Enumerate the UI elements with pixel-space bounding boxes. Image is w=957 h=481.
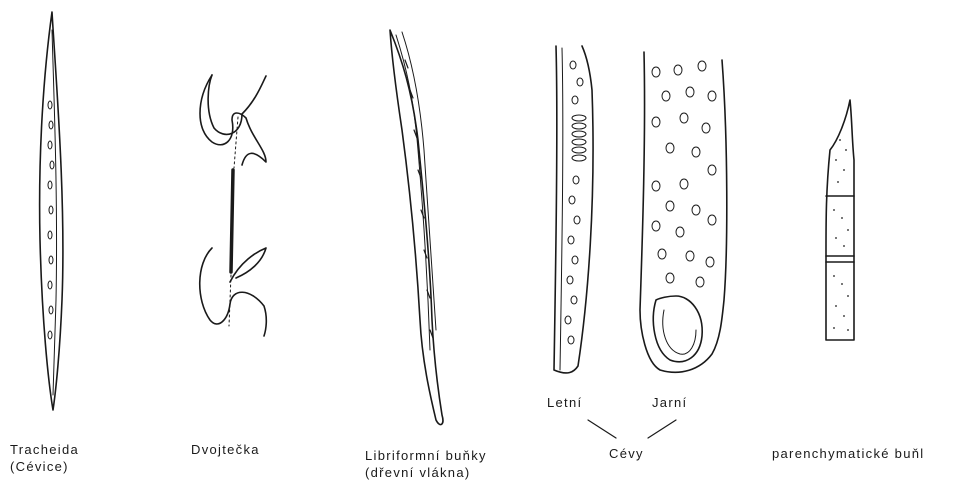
bordered-pit-drawing — [200, 75, 267, 336]
spring-vessel-drawing — [640, 52, 727, 372]
vessels-label: Cévy — [609, 445, 644, 462]
summer-vessel-label: Letní — [547, 394, 582, 411]
vessel-label-connectors — [588, 420, 676, 438]
tracheid-drawing — [40, 12, 63, 410]
libriform-label-line1: Libriformní buňky — [365, 447, 487, 464]
parenchyma-drawing — [826, 100, 854, 340]
tracheid-label-line1: Tracheida — [10, 441, 79, 458]
summer-vessel-drawing — [554, 46, 593, 373]
libriform-label-line2: (dřevní vlákna) — [365, 464, 487, 481]
libriform-fibre-drawing — [390, 30, 443, 425]
pit-label: Dvojtečka — [191, 441, 260, 458]
tracheid-label: Tracheida (Cévice) — [10, 441, 79, 475]
libriform-label: Libriformní buňky (dřevní vlákna) — [365, 447, 487, 481]
spring-vessel-label: Jarní — [652, 394, 687, 411]
tracheid-label-line2: (Cévice) — [10, 458, 79, 475]
parenchyma-label: parenchymatické buňl — [772, 445, 924, 462]
